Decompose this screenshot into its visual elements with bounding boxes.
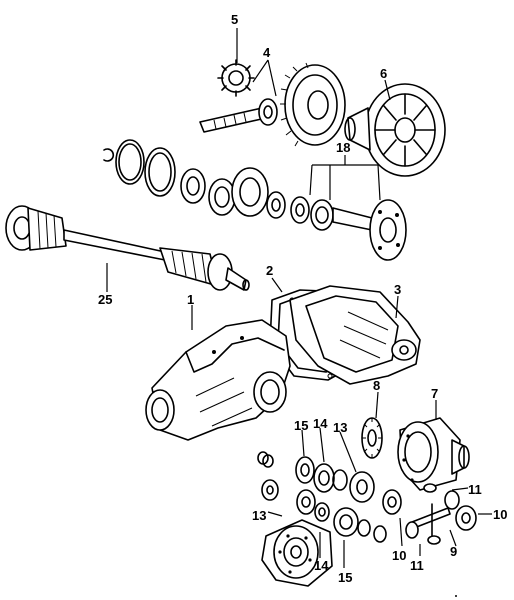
carrier-housing-1 [145,319,291,441]
callout-1: 1 [187,292,194,307]
callout-5: 5 [231,12,238,27]
callout-10-right: 10 [493,507,507,522]
differential-case-6 [344,83,446,177]
callout-14-top: 14 [313,416,328,431]
axle-shaft-25 [5,205,250,291]
callout-13-bottom: 13 [252,508,266,523]
output-flange-shaft-18 [290,196,407,261]
callout-11-right: 11 [468,482,482,497]
ring-and-pinion-gear-4 [199,62,346,147]
callout-7: 7 [431,386,438,401]
differential-case-7 [397,417,470,491]
rear-cover-3 [289,285,421,385]
differential-assembly-lower [261,519,333,587]
lock-plate-8 [361,417,383,459]
side-gear-set [257,451,477,545]
callout-labels: 5 4 6 18 25 2 3 1 8 7 15 14 13 13 14 15 … [98,12,507,585]
callout-11-left: 11 [410,558,424,573]
bearing-stack-left [103,139,286,219]
callout-18: 18 [336,140,350,155]
callout-10-left: 10 [392,548,406,563]
callout-15-bottom: 15 [338,570,352,585]
callout-8: 8 [373,378,380,393]
lock-plate-5 [217,59,255,97]
leader-lines [106,28,492,568]
callout-2: 2 [266,263,273,278]
callout-3: 3 [394,282,401,297]
callout-15-top: 15 [294,418,308,433]
callout-9: 9 [450,544,457,559]
callout-14-bottom: 14 [314,558,329,573]
callout-6: 6 [380,66,387,81]
callout-4: 4 [263,45,271,60]
callout-25: 25 [98,292,112,307]
callout-13-top: 13 [333,420,347,435]
